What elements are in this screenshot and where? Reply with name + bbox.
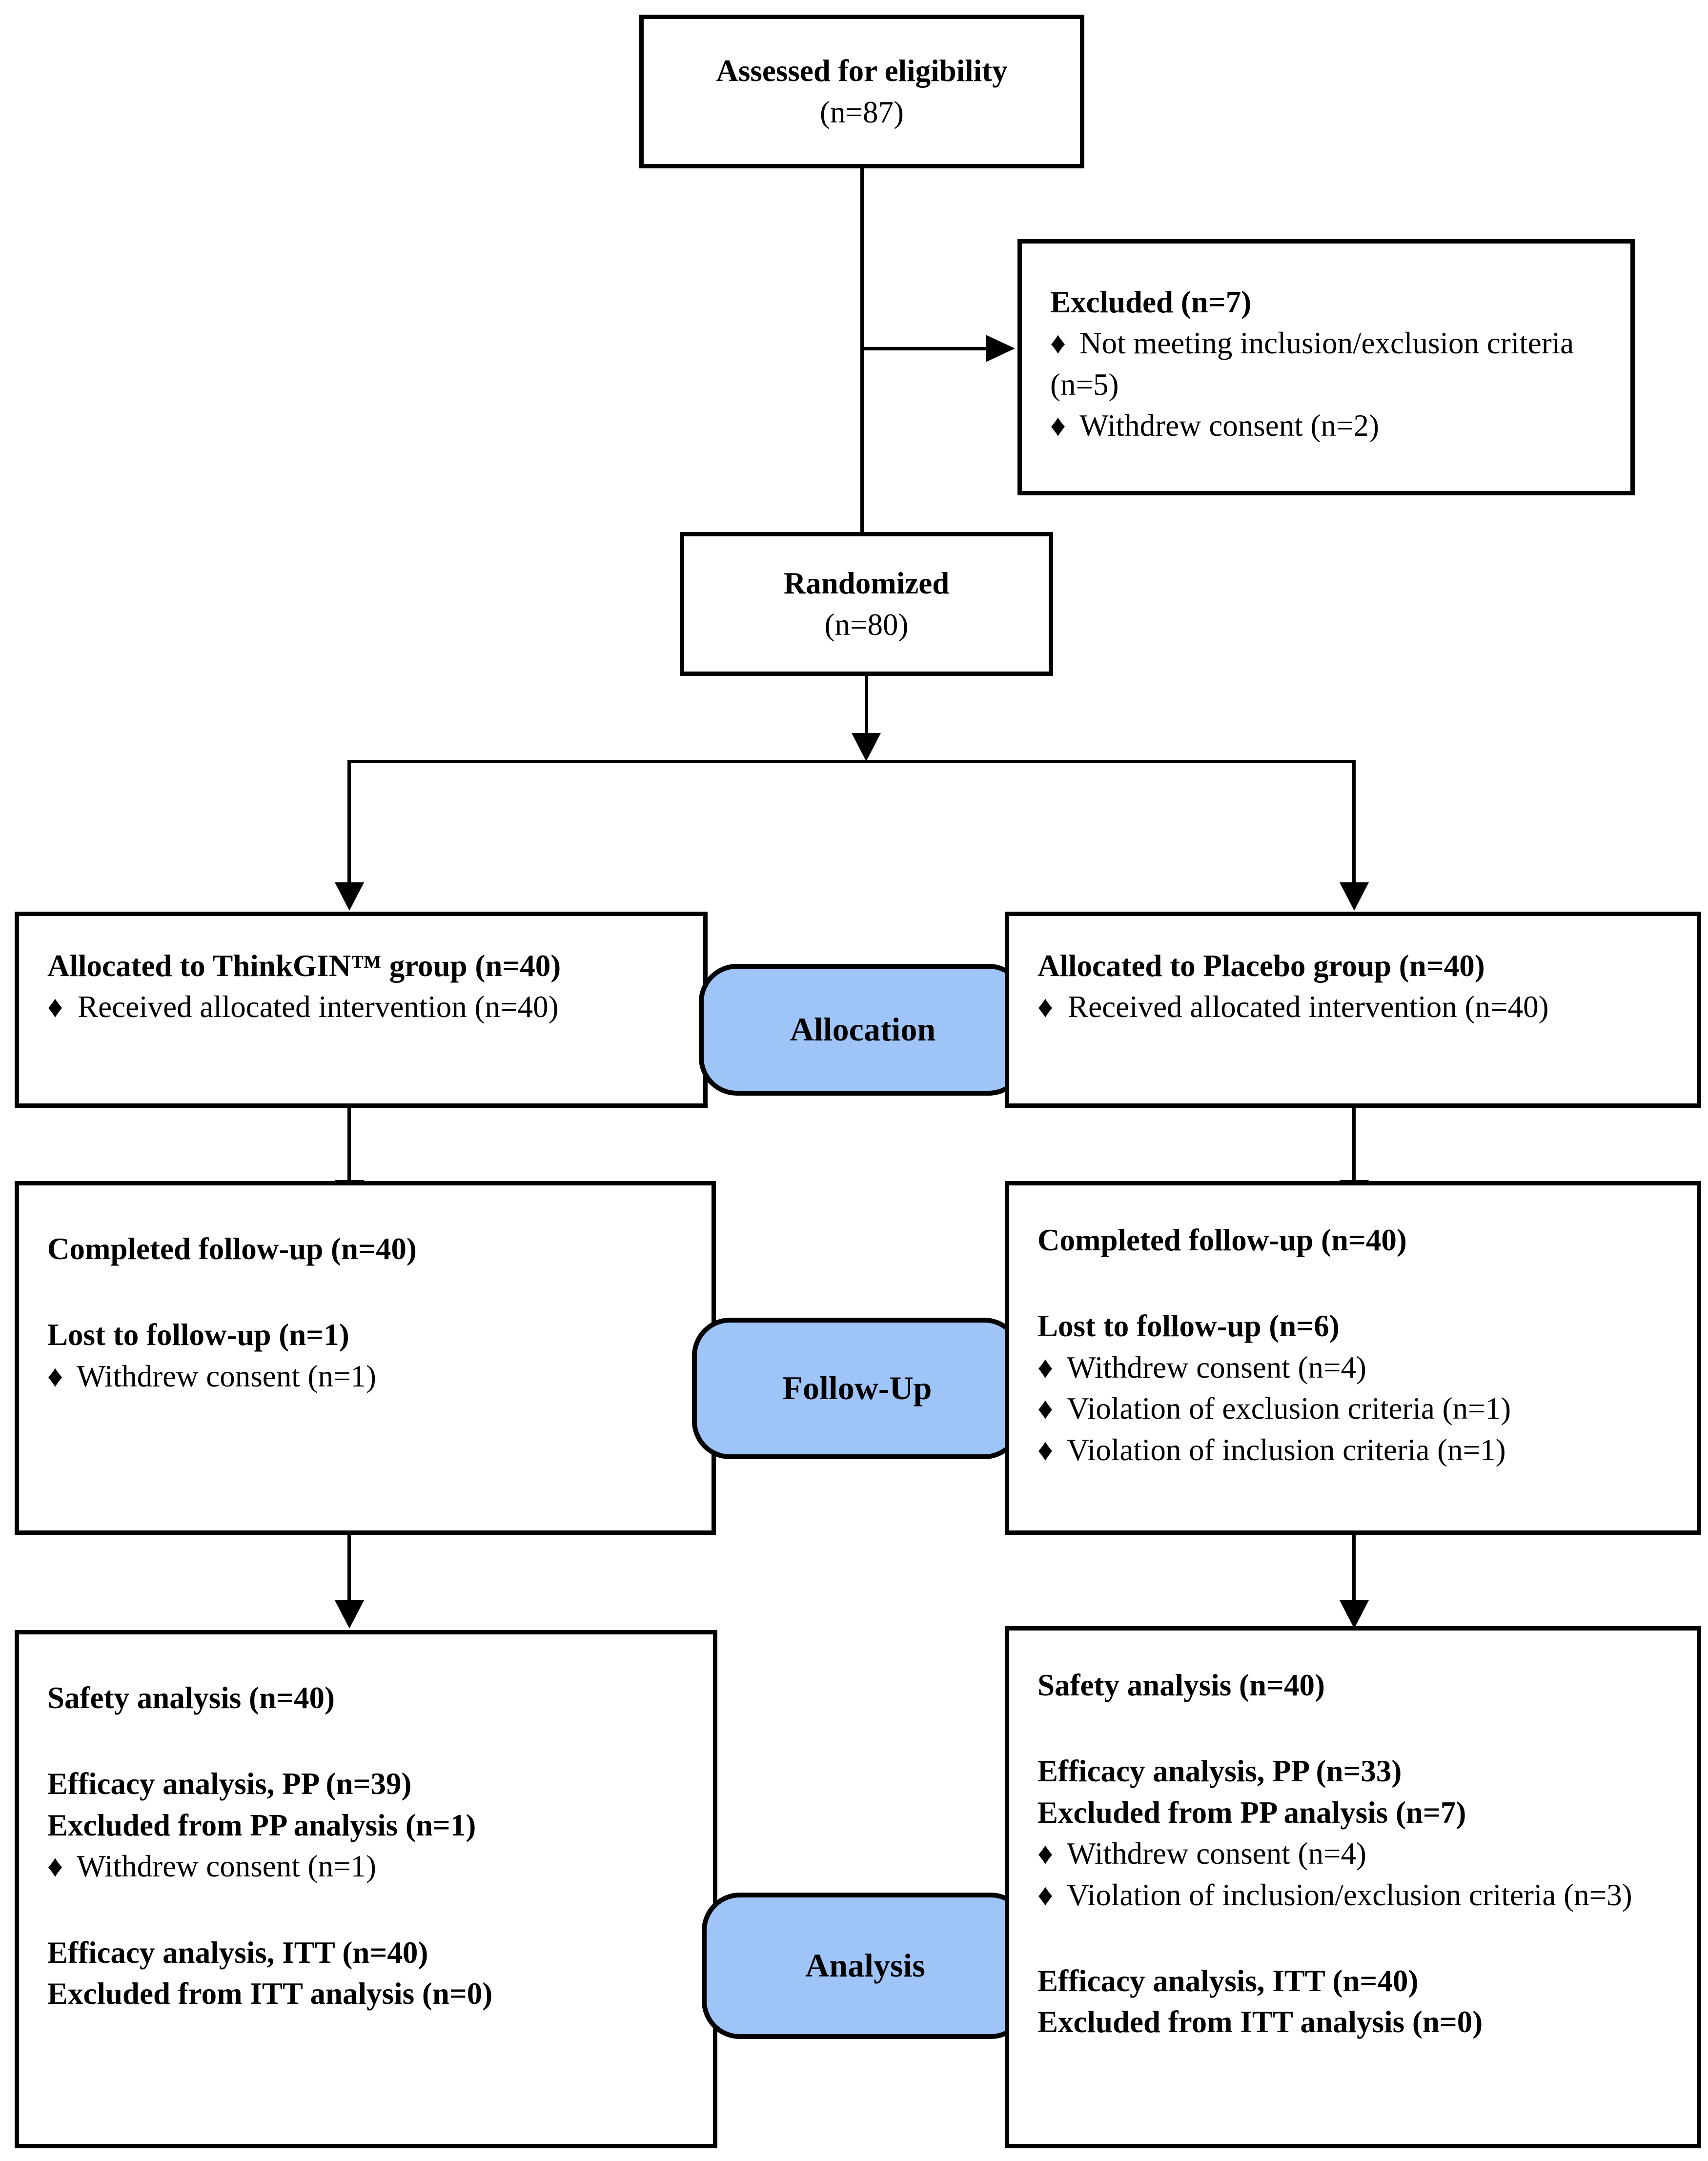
- followup-right-box: Completed follow-up (n=40) Lost to follo…: [1005, 1181, 1701, 1535]
- diamond-bullet-icon: ♦: [1037, 1836, 1054, 1871]
- stage-label-allocation: Allocation: [699, 964, 1027, 1096]
- stage-label-allocation-text: Allocation: [790, 1011, 936, 1048]
- connector-to-excluded: [862, 347, 986, 350]
- allocation-left-item-text: Received allocated intervention (n=40): [78, 990, 559, 1024]
- analysis-right-safety: Safety analysis (n=40): [1037, 1668, 1325, 1702]
- diamond-bullet-icon: ♦: [47, 1849, 63, 1884]
- followup-right-completed: Completed follow-up (n=40): [1037, 1223, 1407, 1257]
- analysis-right-itt-excluded: Excluded from ITT analysis (n=0): [1037, 2005, 1483, 2039]
- excluded-item: ♦Not meeting inclusion/exclusion criteri…: [1050, 323, 1602, 405]
- allocation-right-box: Allocated to Placebo group (n=40) ♦ Recei…: [1005, 912, 1701, 1108]
- assessed-count: (n=87): [820, 95, 904, 129]
- followup-left-lost: Lost to follow-up (n=1): [47, 1318, 349, 1352]
- allocation-right-item: ♦ Received allocated intervention (n=40): [1037, 986, 1668, 1027]
- diamond-bullet-icon: ♦: [47, 990, 63, 1024]
- followup-left-completed: Completed follow-up (n=40): [47, 1232, 417, 1266]
- randomized-title: Randomized: [783, 566, 950, 601]
- followup-right-lost: Lost to follow-up (n=6): [1037, 1309, 1340, 1344]
- assessed-title: Assessed for eligibility: [716, 54, 1008, 88]
- analysis-right-box: Safety analysis (n=40) Efficacy analysis…: [1005, 1626, 1701, 2148]
- diamond-bullet-icon: ♦: [1037, 1391, 1054, 1426]
- connector-followup-to-analysis-left: [347, 1534, 351, 1601]
- connector-alloc-to-followup-left: [347, 1107, 351, 1181]
- diamond-bullet-icon: ♦: [1037, 990, 1054, 1024]
- connector-branch-horizontal: [347, 760, 1356, 763]
- excluded-item-text: Withdrew consent (n=2): [1079, 408, 1379, 443]
- connector-alloc-to-followup-right: [1352, 1107, 1356, 1181]
- randomized-count: (n=80): [824, 607, 909, 642]
- randomized-box: Randomized (n=80): [680, 532, 1053, 676]
- allocation-right-title: Allocated to Placebo group (n=40): [1037, 949, 1485, 983]
- stage-label-followup-text: Follow-Up: [782, 1369, 932, 1407]
- stage-label-followup: Follow-Up: [692, 1318, 1022, 1459]
- followup-right-item: ♦ Withdrew consent (n=4): [1037, 1347, 1668, 1388]
- analysis-left-itt: Efficacy analysis, ITT (n=40): [47, 1935, 428, 1970]
- connector-randomized-to-branch: [865, 675, 868, 734]
- allocation-left-item: ♦ Received allocated intervention (n=40): [47, 986, 675, 1027]
- followup-left-item: ♦ Withdrew consent (n=1): [47, 1356, 683, 1397]
- analysis-right-itt: Efficacy analysis, ITT (n=40): [1037, 1964, 1419, 1998]
- followup-right-item-text: Withdrew consent (n=4): [1067, 1350, 1366, 1385]
- arrowhead-branch-junction: [852, 733, 881, 761]
- excluded-item-text: Not meeting inclusion/exclusion criteria…: [1050, 326, 1574, 402]
- arrowhead-analysis-left: [335, 1600, 364, 1629]
- excluded-title: Excluded (n=7): [1050, 285, 1252, 319]
- followup-right-item-text: Violation of exclusion criteria (n=1): [1067, 1391, 1511, 1426]
- stage-label-analysis-text: Analysis: [805, 1947, 925, 1984]
- excluded-box: Excluded (n=7) ♦Not meeting inclusion/ex…: [1017, 239, 1635, 495]
- connector-branch-to-alloc-right: [1352, 760, 1356, 883]
- analysis-right-pp: Efficacy analysis, PP (n=33): [1037, 1754, 1402, 1789]
- analysis-left-safety: Safety analysis (n=40): [47, 1681, 335, 1715]
- followup-right-item: ♦ Violation of inclusion criteria (n=1): [1037, 1429, 1668, 1470]
- analysis-left-pp-item-text: Withdrew consent (n=1): [77, 1849, 376, 1884]
- allocation-left-box: Allocated to ThinkGIN™ group (n=40) ♦ Rec…: [15, 912, 708, 1108]
- analysis-left-box: Safety analysis (n=40) Efficacy analysis…: [15, 1630, 717, 2148]
- analysis-right-pp-item: ♦ Violation of inclusion/exclusion criter…: [1037, 1875, 1668, 1916]
- analysis-right-pp-item: ♦ Withdrew consent (n=4): [1037, 1833, 1668, 1874]
- excluded-item: ♦ Withdrew consent (n=2): [1050, 405, 1602, 446]
- analysis-left-itt-excluded: Excluded from ITT analysis (n=0): [47, 1977, 493, 2011]
- allocation-right-item-text: Received allocated intervention (n=40): [1068, 990, 1549, 1024]
- connector-followup-to-analysis-right: [1352, 1534, 1356, 1601]
- diamond-bullet-icon: ♦: [1037, 1877, 1054, 1912]
- followup-left-item-text: Withdrew consent (n=1): [77, 1359, 376, 1393]
- analysis-right-pp-excluded: Excluded from PP analysis (n=7): [1037, 1795, 1466, 1830]
- followup-right-item: ♦ Violation of exclusion criteria (n=1): [1037, 1388, 1668, 1429]
- followup-right-item-text: Violation of inclusion criteria (n=1): [1067, 1432, 1506, 1467]
- connector-branch-to-alloc-left: [347, 760, 351, 883]
- arrowhead-alloc-left: [335, 882, 364, 911]
- analysis-right-pp-item-text: Withdrew consent (n=4): [1067, 1836, 1366, 1871]
- diamond-bullet-icon: ♦: [1050, 408, 1066, 443]
- analysis-right-pp-item-text: Violation of inclusion/exclusion criteri…: [1067, 1877, 1632, 1912]
- assessed-box: Assessed for eligibility (n=87): [639, 15, 1084, 168]
- arrowhead-alloc-right: [1340, 882, 1369, 911]
- stage-label-analysis: Analysis: [702, 1893, 1029, 2039]
- analysis-left-pp-item: ♦ Withdrew consent (n=1): [47, 1846, 685, 1887]
- allocation-left-title: Allocated to ThinkGIN™ group (n=40): [47, 949, 561, 983]
- diamond-bullet-icon: ♦: [1050, 326, 1066, 361]
- arrowhead-excluded: [986, 335, 1015, 362]
- diamond-bullet-icon: ♦: [47, 1359, 63, 1393]
- diamond-bullet-icon: ♦: [1037, 1350, 1054, 1385]
- diamond-bullet-icon: ♦: [1037, 1432, 1054, 1467]
- followup-left-box: Completed follow-up (n=40) Lost to follo…: [15, 1181, 716, 1535]
- analysis-left-pp-excluded: Excluded from PP analysis (n=1): [47, 1808, 476, 1842]
- arrowhead-analysis-right: [1340, 1600, 1369, 1629]
- analysis-left-pp: Efficacy analysis, PP (n=39): [47, 1767, 412, 1801]
